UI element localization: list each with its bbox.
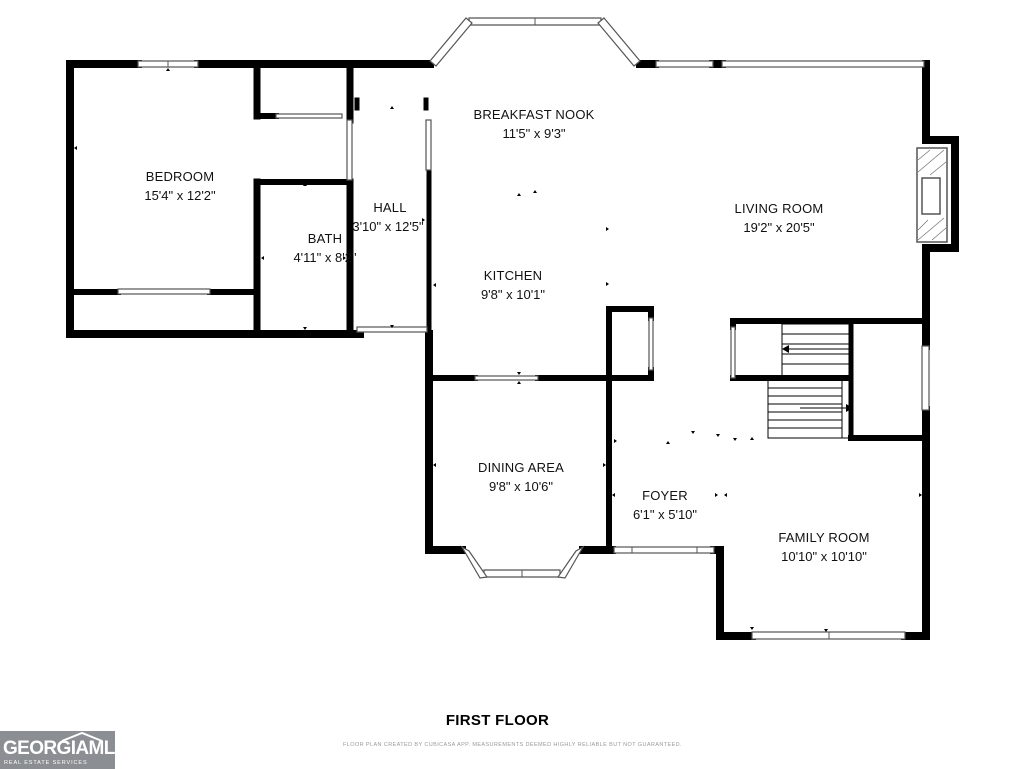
stair-arrow-upper: [782, 345, 789, 353]
wall-pantry: [606, 306, 654, 443]
dims-breakfast-nook: 11'5" x 9'3": [502, 126, 565, 141]
window-living-top-2: [721, 60, 925, 68]
fireplace-box: [921, 177, 941, 215]
room-labels: BEDROOM 15'4" x 12'2" BATH 4'11" x 8'2" …: [144, 107, 869, 564]
label-bath: BATH: [308, 231, 343, 246]
label-foyer: FOYER: [642, 488, 688, 503]
door-markers: [74, 68, 922, 632]
label-living-room: LIVING ROOM: [735, 201, 824, 216]
window-living-top-1: [655, 60, 714, 68]
label-bedroom: BEDROOM: [146, 169, 215, 184]
fireplace-hatch: [917, 149, 947, 241]
stair-arrows: [782, 345, 853, 412]
opening-stair: [730, 326, 736, 379]
roof-icon: [61, 731, 103, 742]
window-stair: [921, 345, 930, 411]
fireplace: [916, 147, 948, 243]
staircase: [767, 323, 851, 439]
opening-pantry: [648, 317, 654, 371]
dims-family-room: 10'10" x 10'10": [781, 549, 867, 564]
dims-bedroom: 15'4" x 12'2": [144, 188, 216, 203]
window-nook-left-diagonal: [429, 17, 473, 67]
window-bedroom-inner: [117, 288, 211, 295]
stair-arrow-lower: [846, 404, 853, 412]
dims-foyer: 6'1" x 5'10": [633, 507, 697, 522]
opening-hall-right: [425, 119, 432, 171]
window-mullions: [167, 18, 830, 639]
dims-bath: 4'11" x 8'2": [293, 250, 356, 265]
georgiamls-logo: GEORGIAMLS REAL ESTATE SERVICES: [0, 731, 115, 769]
dims-dining-area: 9'8" x 10'6": [489, 479, 553, 494]
label-kitchen: KITCHEN: [484, 268, 542, 283]
stair-upper-flight: [781, 323, 851, 379]
opening-closet: [275, 113, 343, 119]
label-family-room: FAMILY ROOM: [778, 530, 869, 545]
window-dining-right-diagonal: [556, 545, 585, 579]
dims-living-room: 19'2" x 20'5": [743, 220, 815, 235]
label-hall: HALL: [373, 200, 406, 215]
disclaimer-text: FLOOR PLAN CREATED BY CUBICASA APP. MEAS…: [343, 742, 682, 748]
opening-hall-left: [346, 119, 353, 181]
floor-title: FIRST FLOOR: [445, 712, 550, 729]
label-breakfast-nook: BREAKFAST NOOK: [473, 107, 594, 122]
door-foyer: [613, 546, 715, 554]
walls: [66, 60, 959, 640]
label-dining-area: DINING AREA: [478, 460, 564, 475]
dims-hall: 3'10" x 12'5": [352, 219, 424, 234]
logo-tagline: REAL ESTATE SERVICES: [4, 760, 88, 766]
stair-lower-flight: [767, 379, 851, 439]
window-dining-left-diagonal: [460, 545, 489, 579]
dims-kitchen: 9'8" x 10'1": [481, 287, 545, 302]
wall-chimney: [922, 136, 959, 252]
opening-kitchen-dining: [474, 375, 539, 381]
window-nook-right-diagonal: [597, 17, 641, 67]
logo-brand: GEORGIAMLS: [3, 738, 115, 759]
